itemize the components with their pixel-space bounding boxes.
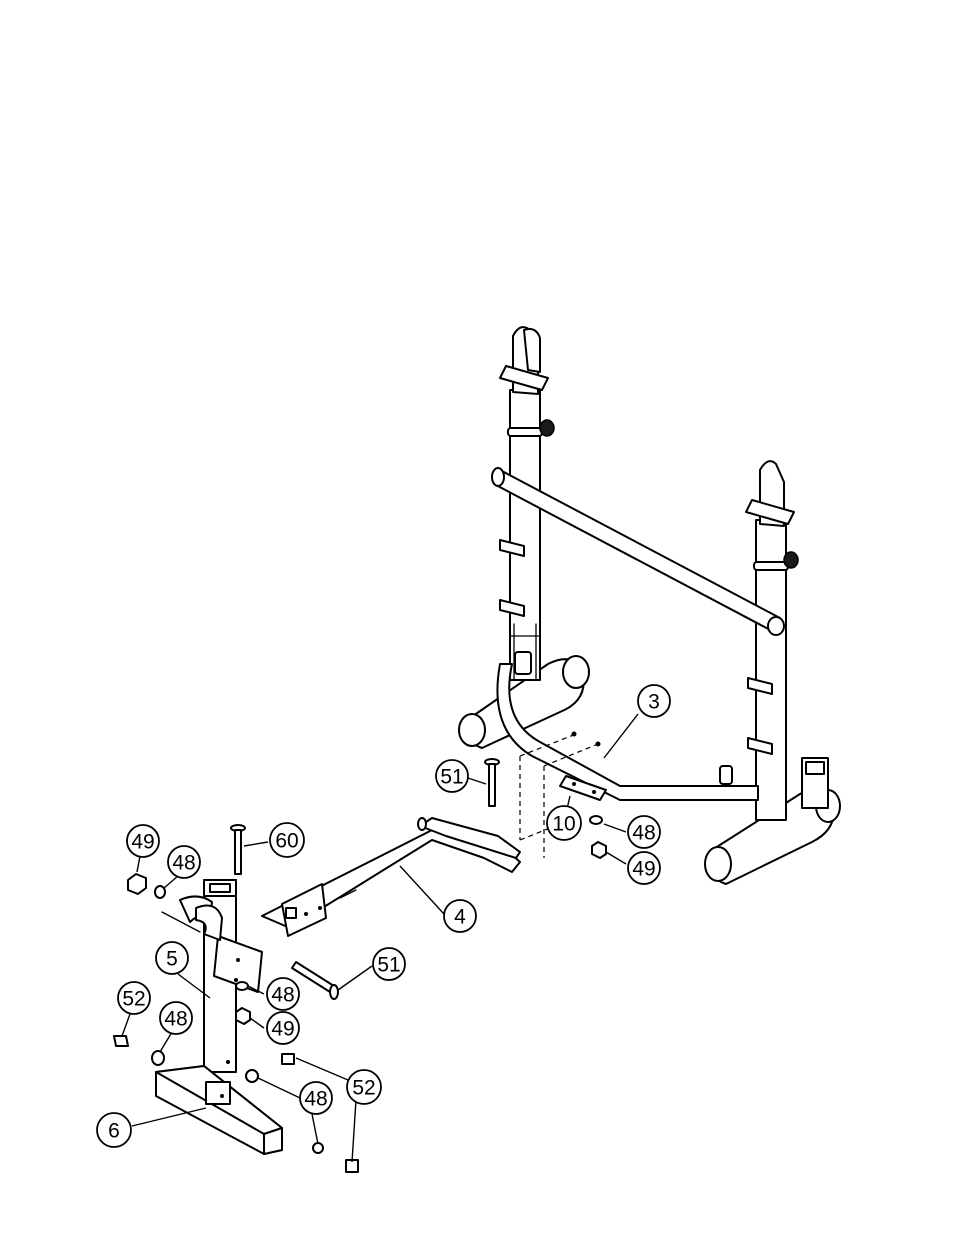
callout-10-bracket: 10 — [547, 806, 581, 840]
svg-text:48: 48 — [304, 1088, 327, 1111]
callout-52-screws-right: 52 — [347, 1070, 381, 1104]
svg-text:3: 3 — [648, 691, 660, 714]
svg-text:48: 48 — [164, 1008, 187, 1031]
svg-text:49: 49 — [632, 858, 655, 881]
callout-49-nut: 49 — [127, 825, 159, 857]
svg-text:49: 49 — [131, 831, 154, 854]
callout-4-base-stem: 4 — [444, 900, 476, 932]
svg-text:52: 52 — [352, 1077, 375, 1100]
callout-51-bolt-side: 51 — [373, 948, 405, 980]
part-5-front-upright — [162, 880, 262, 1072]
callout-60-bolt: 60 — [270, 823, 304, 857]
right-upright-post — [746, 461, 828, 820]
svg-text:60: 60 — [275, 830, 298, 853]
part-3-upright-frame — [459, 327, 840, 884]
svg-text:4: 4 — [454, 906, 466, 929]
callout-48-washers-lower: 48 — [300, 1082, 332, 1114]
svg-text:51: 51 — [377, 954, 400, 977]
callout-3-upright-frame: 3 — [638, 685, 670, 717]
callout-49-nut-center: 49 — [267, 1012, 299, 1044]
callout-6-front-foot: 6 — [97, 1113, 131, 1147]
callout-5-front-upright: 5 — [156, 942, 188, 974]
svg-text:5: 5 — [166, 948, 178, 971]
svg-text:48: 48 — [632, 822, 655, 845]
callout-48-washer-right: 48 — [628, 816, 660, 848]
callout-48-washer: 48 — [168, 846, 200, 878]
svg-text:48: 48 — [271, 984, 294, 1007]
callout-48-washer-left: 48 — [160, 1002, 192, 1034]
callout-48-washer-center: 48 — [267, 978, 299, 1010]
svg-text:52: 52 — [122, 988, 145, 1011]
svg-text:48: 48 — [172, 852, 195, 875]
part-6-front-foot — [156, 1066, 282, 1154]
callout-49-nut-right: 49 — [628, 852, 660, 884]
svg-text:51: 51 — [440, 766, 463, 789]
callout-52-screw-left: 52 — [118, 982, 150, 1014]
callout-51-bolt-top: 51 — [436, 760, 468, 792]
svg-text:49: 49 — [271, 1018, 294, 1041]
svg-text:10: 10 — [552, 813, 575, 836]
svg-text:6: 6 — [108, 1120, 120, 1143]
